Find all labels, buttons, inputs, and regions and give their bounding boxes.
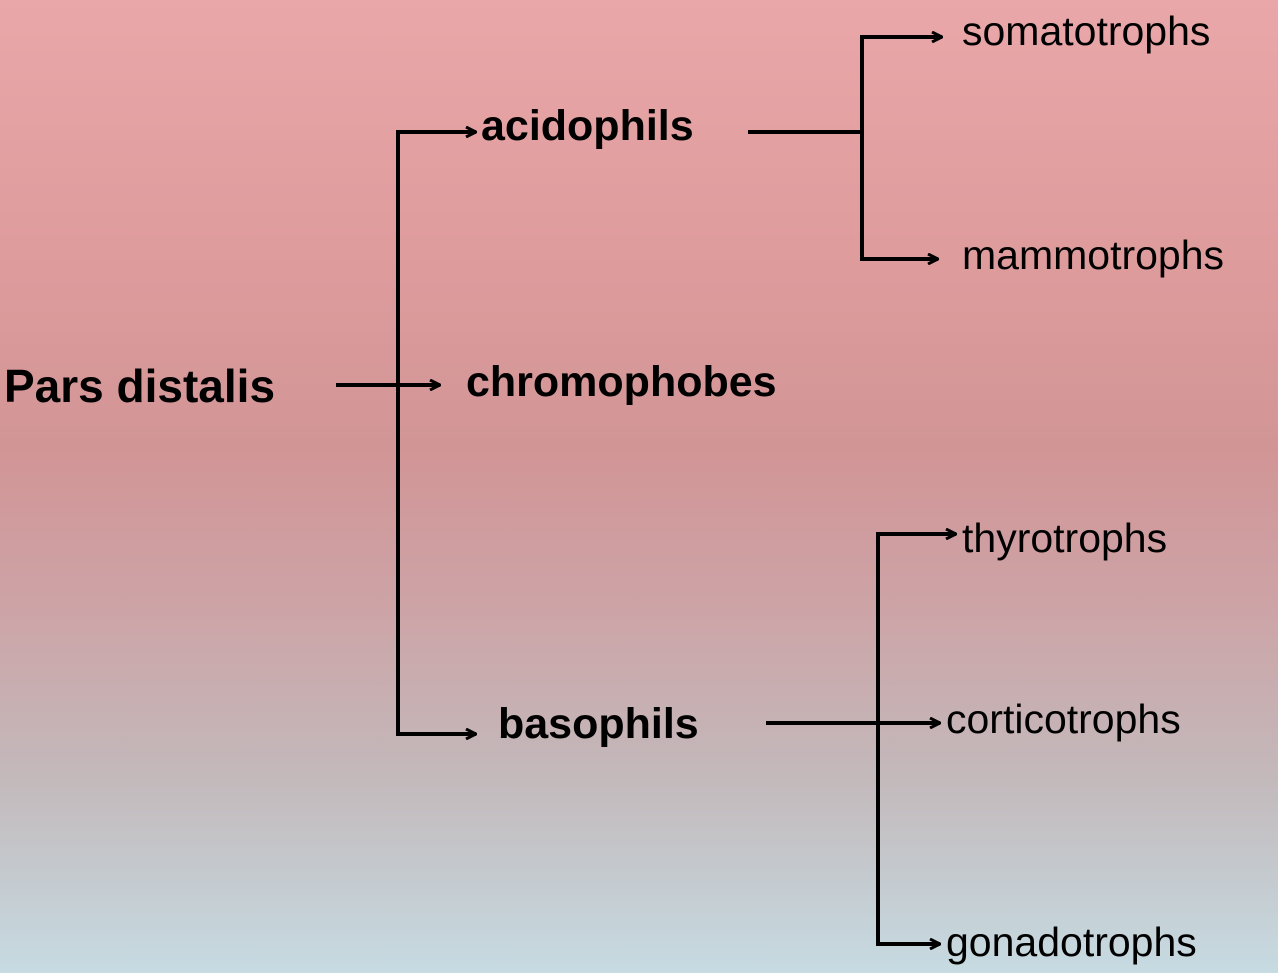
chromophobes-label: chromophobes <box>466 358 777 406</box>
gonadotrophs-label: gonadotrophs <box>946 919 1197 965</box>
basophils-label: basophils <box>498 700 699 748</box>
pars-distalis-label: Pars distalis <box>4 360 276 412</box>
thyrotrophs-label: thyrotrophs <box>962 515 1168 561</box>
mammotrophs-label: mammotrophs <box>962 232 1225 278</box>
acidophils-label: acidophils <box>481 102 694 150</box>
corticotrophs-label: corticotrophs <box>946 696 1181 742</box>
somatotrophs-label: somatotrophs <box>962 8 1211 54</box>
